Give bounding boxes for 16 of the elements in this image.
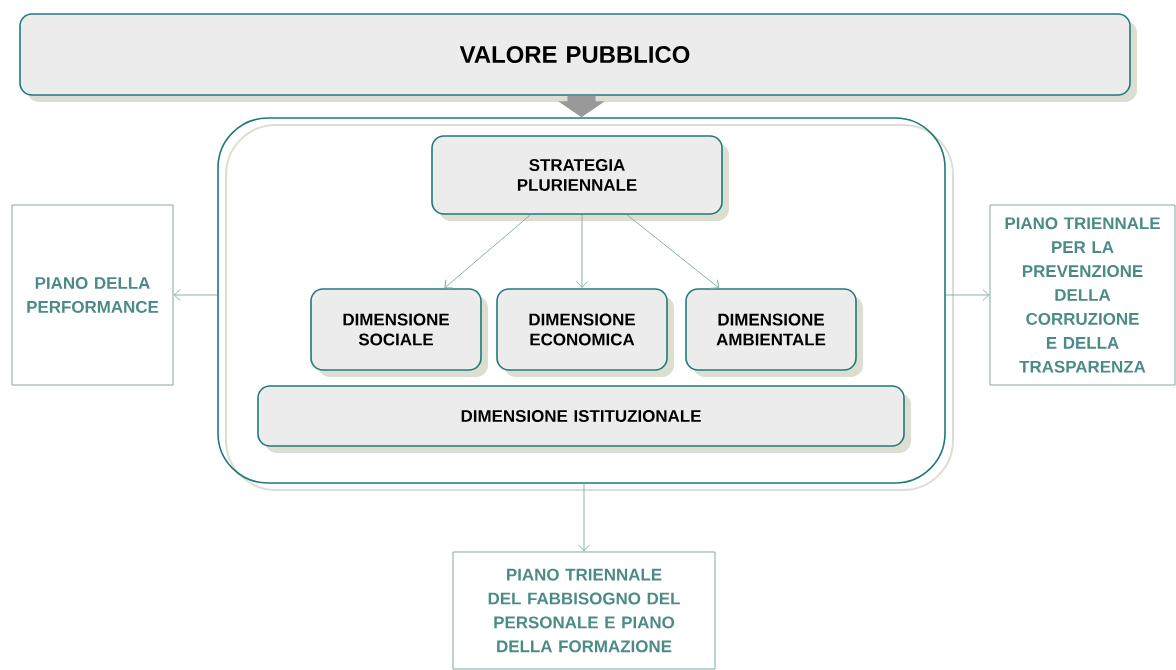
rounded-box: DIMENSIONE SOCIALE [310, 288, 488, 377]
rounded-box: DIMENSIONE AMBIENTALE [685, 288, 863, 377]
arrow [626, 214, 720, 289]
document-box: PIANO DELLA PERFORMANCE [11, 204, 174, 386]
document-box: PIANO TRIENNALE PER LA PREVENZIONE DELLA CORRUZIONE E DELLA TRASPARENZA [989, 204, 1176, 386]
title-band: VALORE PUBBLICO [19, 13, 1137, 102]
container-box [217, 117, 954, 491]
document-box: PIANO TRIENNALE DEL FABBISOGNO DEL PERSONALE E PIANO DELLA FORMAZIONE [452, 551, 716, 670]
arrow [444, 214, 531, 289]
rounded-box: DIMENSIONE ISTITUZIONALE [257, 385, 911, 453]
rounded-box: DIMENSIONE ECONOMICA [496, 288, 674, 377]
arrow [173, 289, 218, 301]
rounded-box: STRATEGIA PLURIENNALE [431, 135, 729, 221]
arrow [576, 214, 588, 288]
arrow [945, 289, 990, 301]
arrow [578, 483, 590, 552]
